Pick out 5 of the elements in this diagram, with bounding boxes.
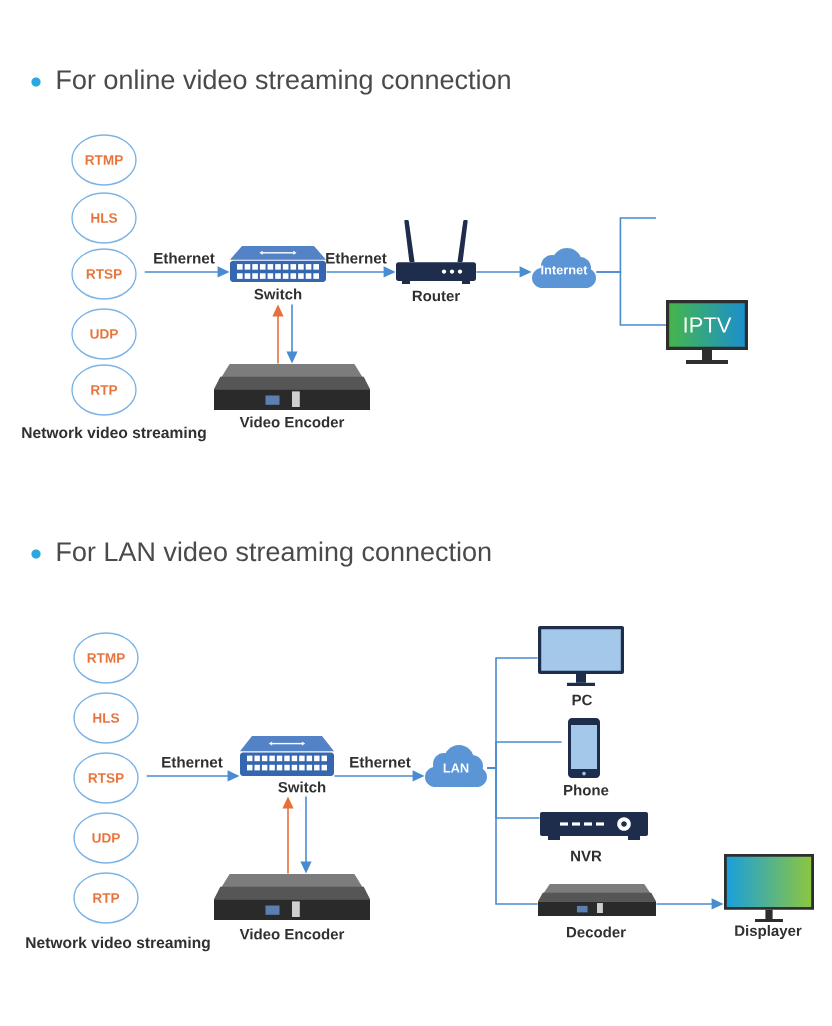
connector-line	[595, 271, 667, 326]
section-heading: For online video streaming connection	[57, 69, 510, 95]
connector-line	[486, 767, 539, 905]
tv-monitor: IPTV	[666, 300, 748, 364]
section-heading: For LAN video streaming connection	[57, 541, 491, 567]
